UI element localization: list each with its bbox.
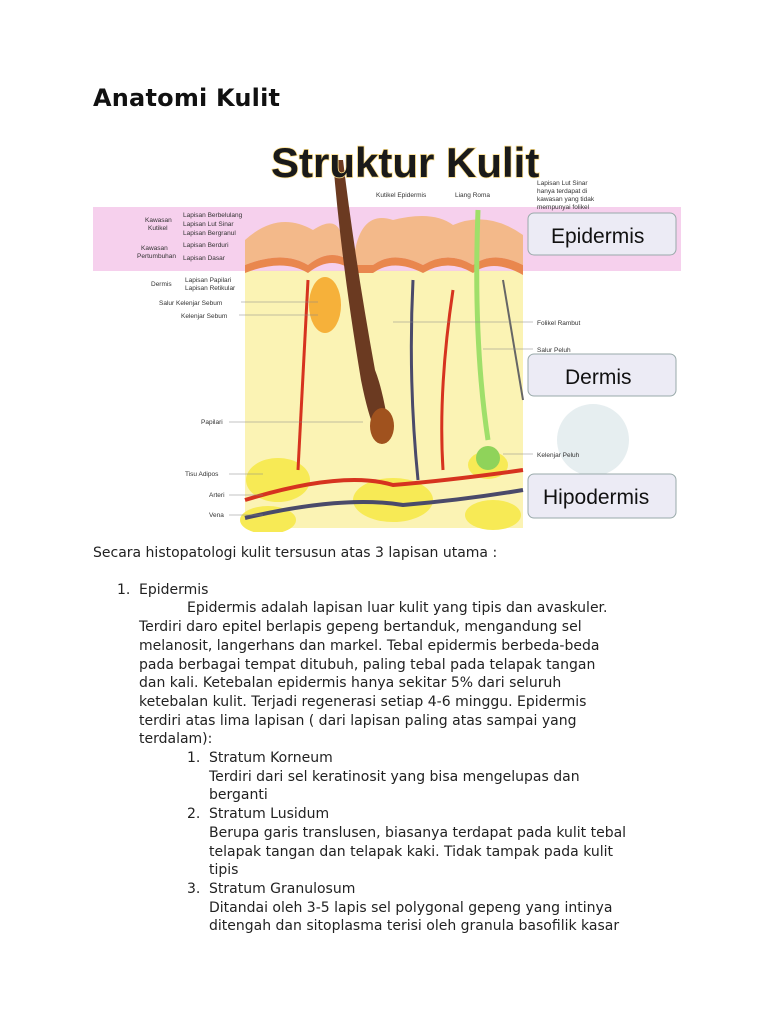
list-number: 2.	[187, 806, 201, 823]
epidermis-box	[527, 212, 677, 256]
label-kawasan: Kawasan	[145, 217, 172, 224]
note-line: Lapisan Lut Sinar	[537, 180, 588, 187]
paragraph-line: terdiri atas lima lapisan ( dari lapisan…	[139, 712, 577, 729]
list-number: 1.	[117, 581, 131, 598]
sublist-item-title: Stratum Granulosum	[209, 880, 356, 897]
label-kawasan: Kawasan	[141, 245, 168, 252]
sublist-line: ditengah dan sitoplasma terisi oleh gran…	[209, 918, 620, 935]
label-papilari: Papilari	[201, 419, 223, 426]
paragraph-line: pada berbagai tempat ditubuh, paling teb…	[139, 656, 596, 673]
sweat-duct	[474, 209, 491, 441]
sublist-item-stratum-korneum: 1. Stratum Korneum Terdiri dari sel kera…	[93, 749, 683, 805]
label-epi-layer: Lapisan Bergranul	[183, 230, 236, 237]
dermis-box	[527, 353, 677, 397]
document-body: Secara histopatologi kulit tersusun atas…	[93, 544, 683, 936]
paragraph-line: ketebalan kulit. Terjadi regenerasi seti…	[139, 693, 587, 710]
figure-heading: Struktur Kulit	[271, 140, 539, 186]
paragraph-line: melanosit, langerhans dan markel. Tebal …	[139, 637, 600, 654]
page-title: Anatomi Kulit	[93, 84, 281, 112]
sebaceous-gland	[309, 277, 341, 333]
artery	[244, 468, 524, 502]
hipodermis-box	[527, 473, 677, 519]
label-arteri: Arteri	[209, 492, 225, 499]
label-folikel-rambut: Folikel Rambut	[537, 320, 581, 327]
label-kelenjar-sebum: Kelenjar Sebum	[181, 313, 227, 320]
label-salur-peluh: Salur Peluh	[537, 347, 571, 354]
artery-branch	[296, 279, 310, 471]
decor-circle	[557, 404, 629, 476]
label-vena: Vena	[209, 512, 224, 519]
label-kelenjar-peluh: Kelenjar Peluh	[537, 452, 580, 459]
sublist-line: Berupa garis translusen, biasanya terdap…	[209, 824, 627, 841]
label-kutikel-epidermis: Kutikel Epidermis	[376, 192, 427, 199]
note-line: mempunyai folikel	[537, 204, 590, 211]
paragraph-line: terdalam):	[139, 731, 213, 748]
label-epi-layer: Lapisan Berduri	[183, 242, 229, 249]
paragraph-line: Terdiri daro epitel berlapis gepeng bert…	[139, 619, 582, 636]
list-number: 1.	[187, 750, 201, 767]
sublist-line: berganti	[209, 787, 268, 804]
skin-structure-figure: Struktur Kulit Kutikel Epidermis Liang R…	[93, 140, 681, 532]
list-item-title: Epidermis	[139, 581, 209, 598]
sweat-gland	[476, 446, 500, 470]
sublist-line: telapak tangan dan telapak kaki. Tidak t…	[209, 843, 614, 860]
note-line: kawasan yang tidak	[537, 196, 595, 203]
fat-globule	[246, 458, 310, 502]
nerve	[502, 279, 524, 401]
label-dermis-layer: Lapisan Papilari	[185, 277, 231, 284]
basal-layer	[245, 255, 523, 275]
hipodermis-box-label: Hipodermis	[543, 486, 649, 509]
label-epi-layer: Lapisan Berbelulang	[183, 212, 243, 219]
intro-paragraph: Secara histopatologi kulit tersusun atas…	[93, 545, 498, 561]
paragraph-line: Epidermis adalah lapisan luar kulit yang…	[187, 600, 608, 617]
label-pertumbuhan: Pertumbuhan	[137, 253, 176, 260]
hair-bulb	[370, 408, 394, 444]
label-epi-layer: Lapisan Lut Sinar	[183, 221, 234, 228]
sublist-line: tipis	[209, 862, 239, 879]
vein-branch	[409, 279, 420, 481]
artery-branch	[440, 289, 455, 471]
sublist-item-stratum-lusidum: 2. Stratum Lusidum Berupa garis translus…	[93, 805, 683, 880]
label-dermis: Dermis	[151, 281, 172, 288]
vein	[244, 488, 524, 520]
sublist-line: Terdiri dari sel keratinosit yang bisa m…	[209, 768, 580, 785]
label-tisu-adipos: Tisu Adipos	[185, 471, 219, 478]
hair-shaft	[333, 160, 389, 430]
label-dermis-layer: Lapisan Retikular	[185, 285, 236, 292]
fat-globule	[465, 500, 521, 530]
list-number: 3.	[187, 880, 201, 897]
sublist-item-stratum-granulosum: 3. Stratum Granulosum Ditandai oleh 3-5 …	[93, 880, 683, 936]
sublist-item-title: Stratum Korneum	[209, 750, 333, 767]
label-liang-roma: Liang Roma	[455, 192, 490, 199]
epidermis-layer	[245, 216, 523, 265]
list-item-epidermis: 1. Epidermis Epidermis adalah lapisan lu…	[93, 581, 683, 749]
fat-globule	[240, 506, 296, 532]
sublist-line: Ditandai oleh 3-5 lapis sel polygonal ge…	[209, 899, 613, 916]
sublist-item-title: Stratum Lusidum	[209, 806, 330, 823]
paragraph-line: dan kali. Ketebalan epidermis hanya seki…	[139, 675, 562, 692]
fat-globule	[353, 478, 433, 522]
label-kutikel: Kutikel	[148, 225, 168, 232]
label-salur-kelenjar-sebum: Salur Kelenjar Sebum	[159, 300, 222, 307]
epidermis-box-label: Epidermis	[551, 225, 644, 248]
skin-diagram: Struktur Kulit Kutikel Epidermis Liang R…	[93, 140, 681, 532]
label-epi-layer: Lapisan Dasar	[183, 255, 226, 262]
dermis-box-label: Dermis	[565, 366, 632, 389]
note-line: hanya terdapat di	[537, 188, 587, 195]
